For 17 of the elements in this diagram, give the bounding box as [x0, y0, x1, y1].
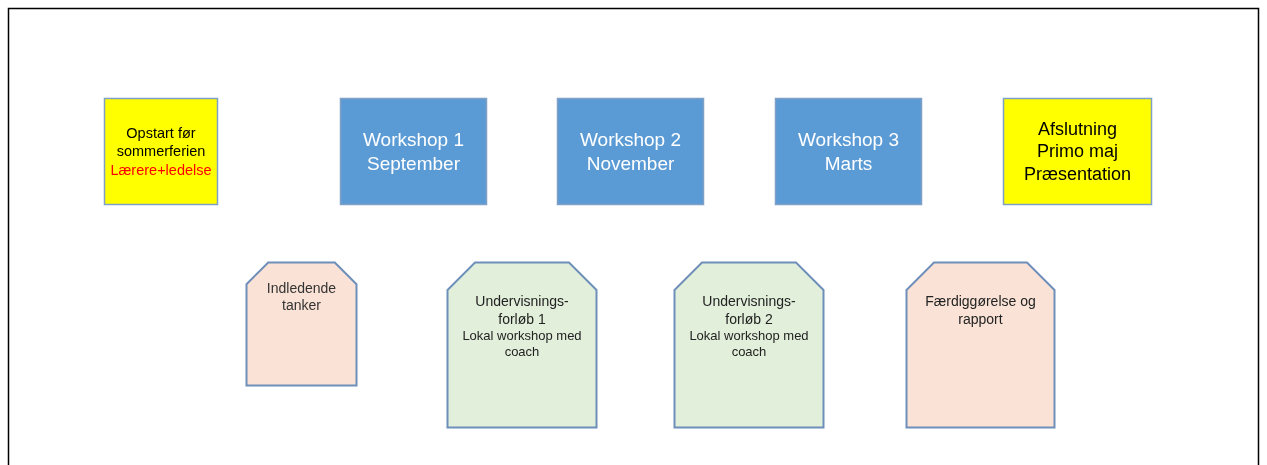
node-title: Opstart før sommerferien [115, 124, 207, 161]
node-text: Lærere+ledelse [110, 160, 212, 179]
node-text: Marts [824, 151, 873, 176]
node-title: Undervisnings-forløb 1 [474, 293, 570, 329]
node-text: September [367, 151, 460, 176]
node-text: Lokal workshop med coach [461, 328, 583, 361]
node-text: Primo maj [1037, 140, 1118, 163]
node-title: Workshop 3 [798, 127, 899, 152]
node-text: Lokal workshop med coach [688, 328, 810, 361]
node-title: Afslutning [1037, 117, 1118, 141]
node-title: Undervisnings-forløb 2 [701, 293, 797, 329]
node-title: Færdiggørelse og rapport [924, 293, 1037, 329]
node-title: Workshop 1 [363, 127, 464, 152]
node-text: November [586, 151, 675, 176]
node-title: Indledende tanker [265, 279, 338, 315]
node-text: Præsentation [1023, 162, 1132, 186]
node-title: Workshop 2 [580, 127, 681, 152]
